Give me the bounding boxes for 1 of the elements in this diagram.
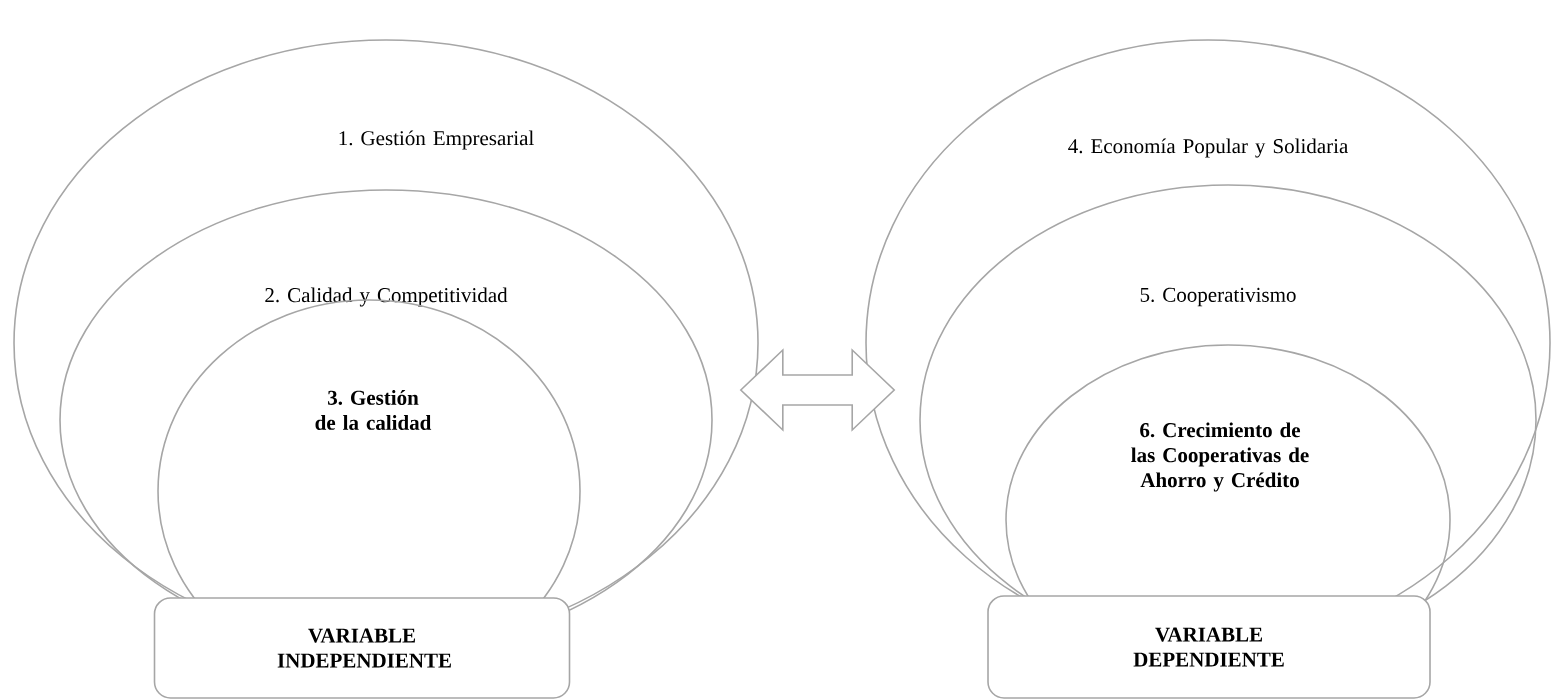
label-box: VARIABLE INDEPENDIENTE: [153, 597, 571, 699]
